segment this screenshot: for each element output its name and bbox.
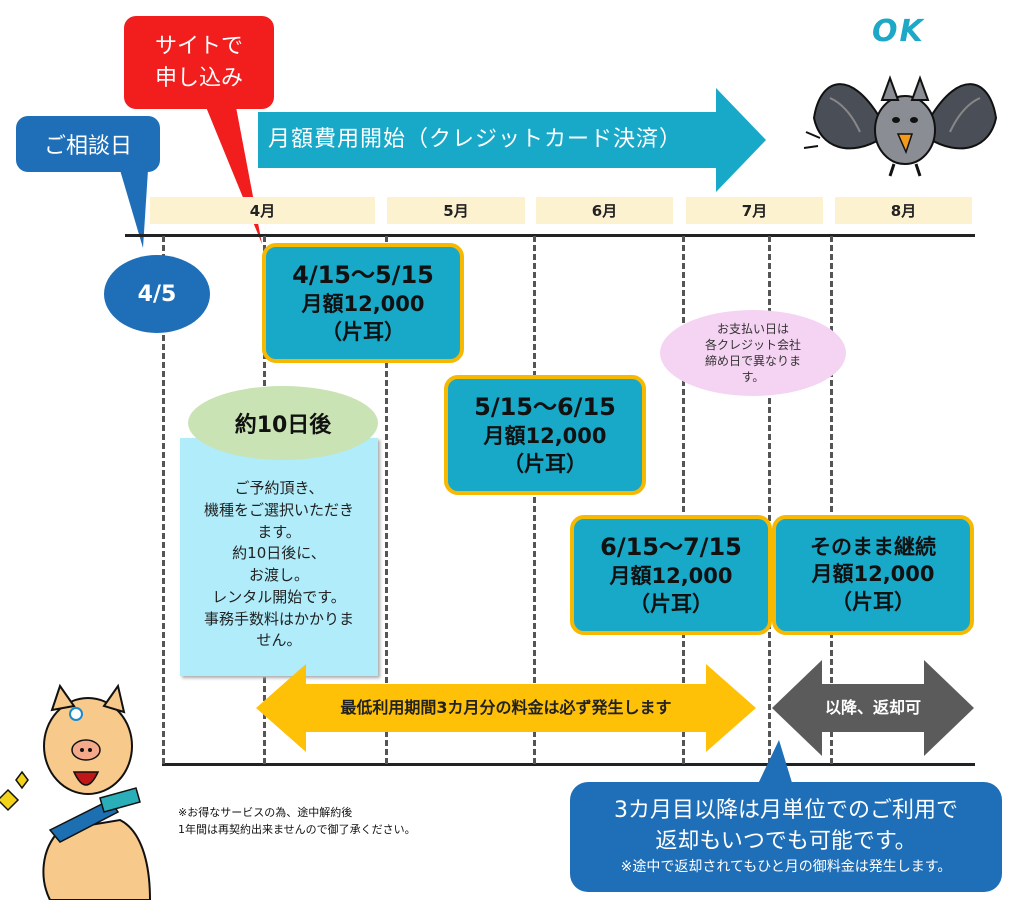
month-apr: 4月 bbox=[150, 197, 375, 224]
reservation-line3: ます。 bbox=[257, 522, 301, 541]
period-4-unit: （片耳） bbox=[831, 589, 915, 614]
month-jun: 6月 bbox=[536, 197, 673, 224]
period-box-1: 4/15〜5/15 月額12,000 （片耳） bbox=[262, 243, 464, 363]
reservation-line1: ご予約頂き、 bbox=[234, 479, 324, 497]
period-1-range: 4/15〜5/15 bbox=[292, 261, 434, 290]
apply-site-line2: 申し込み bbox=[154, 65, 243, 91]
reservation-line5: お渡し。 bbox=[248, 566, 309, 584]
divider-aug bbox=[830, 236, 833, 764]
consult-day-label: ご相談日 bbox=[43, 134, 132, 159]
fee-start-label: 月額費用開始（クレジットカード決済） bbox=[268, 127, 683, 152]
period-box-4: そのまま継続 月額12,000 （片耳） bbox=[772, 515, 974, 635]
divider-may bbox=[385, 236, 388, 764]
period-4-fee: 月額12,000 bbox=[811, 562, 935, 587]
footnote: ※お得なサービスの為、途中解約後 1年間は再契約出来ませんので御了承ください。 bbox=[178, 804, 416, 838]
apply-site-line1: サイトで bbox=[154, 33, 243, 59]
period-box-3: 6/15〜7/15 月額12,000 （片耳） bbox=[570, 515, 772, 635]
about-10-days-label: 約10日後 bbox=[234, 413, 332, 438]
reservation-line4: 約10日後に、 bbox=[232, 544, 326, 563]
period-3-range: 6/15〜7/15 bbox=[600, 533, 742, 562]
period-3-fee: 月額12,000 bbox=[609, 564, 733, 589]
reservation-line2: 機種をご選択いただき bbox=[203, 500, 354, 519]
bottom-callout-line2: 返却もいつでも可能です。 bbox=[655, 829, 917, 855]
pig-mascot-icon bbox=[0, 683, 152, 900]
period-2-fee: 月額12,000 bbox=[483, 424, 607, 449]
bottom-callout: 3カ月目以降は月単位でのご利用で 返却もいつでも可能です。 ※途中で返却されても… bbox=[570, 782, 1002, 892]
period-box-2: 5/15〜6/15 月額12,000 （片耳） bbox=[444, 375, 646, 495]
divider-jul-15 bbox=[768, 236, 771, 764]
payment-note-line2: 各クレジット会社 bbox=[704, 337, 801, 352]
return-label: 以降、返却可 bbox=[824, 698, 921, 717]
period-4-range: そのまま継続 bbox=[810, 535, 936, 560]
period-2-unit: （片耳） bbox=[503, 451, 587, 476]
bat-mascot-icon bbox=[803, 75, 998, 177]
payment-note-line4: す。 bbox=[741, 370, 765, 385]
date-circle-label: 4/5 bbox=[137, 281, 177, 307]
month-may: 5月 bbox=[387, 197, 525, 224]
ok-label: OK bbox=[872, 14, 925, 49]
min-period-label: 最低利用期間3カ月分の料金は必ず発生します bbox=[340, 698, 672, 717]
timeline-top-line bbox=[125, 234, 975, 237]
month-jul: 7月 bbox=[686, 197, 823, 224]
payment-note-line1: お支払い日は bbox=[716, 321, 789, 336]
month-aug: 8月 bbox=[835, 197, 972, 224]
payment-note-line3: 締め日で異なりま bbox=[704, 354, 801, 368]
bottom-callout-line1: 3カ月目以降は月単位でのご利用で bbox=[614, 798, 958, 824]
reservation-line7: 事務手数料はかかりま bbox=[203, 609, 354, 628]
reservation-note: ご予約頂き、 機種をご選択いただき ます。 約10日後に、 お渡し。 レンタル開… bbox=[180, 438, 378, 676]
footnote-line2: 1年間は再契約出来ませんので御了承ください。 bbox=[178, 823, 416, 837]
apply-site-callout: サイトで 申し込み bbox=[124, 16, 274, 109]
period-1-unit: （片耳） bbox=[321, 319, 405, 344]
period-2-range: 5/15〜6/15 bbox=[474, 393, 616, 422]
date-circle: 4/5 bbox=[104, 255, 210, 333]
divider-jun bbox=[533, 236, 536, 764]
period-1-fee: 月額12,000 bbox=[301, 292, 425, 317]
divider-jul bbox=[682, 236, 685, 764]
reservation-line6: レンタル開始です。 bbox=[212, 587, 346, 606]
bottom-callout-line3: ※途中で返却されてもひと月の御料金は発生します。 bbox=[620, 859, 952, 875]
divider-apr-5 bbox=[162, 236, 165, 764]
reservation-line8: せん。 bbox=[256, 631, 302, 650]
about-10-days-badge: 約10日後 bbox=[188, 386, 378, 460]
consult-day-callout: ご相談日 bbox=[16, 116, 160, 172]
timeline-bottom-line bbox=[162, 763, 975, 766]
period-3-unit: （片耳） bbox=[629, 591, 713, 616]
payment-note: お支払い日は 各クレジット会社 締め日で異なりま す。 bbox=[660, 310, 846, 396]
footnote-line1: ※お得なサービスの為、途中解約後 bbox=[178, 806, 353, 819]
